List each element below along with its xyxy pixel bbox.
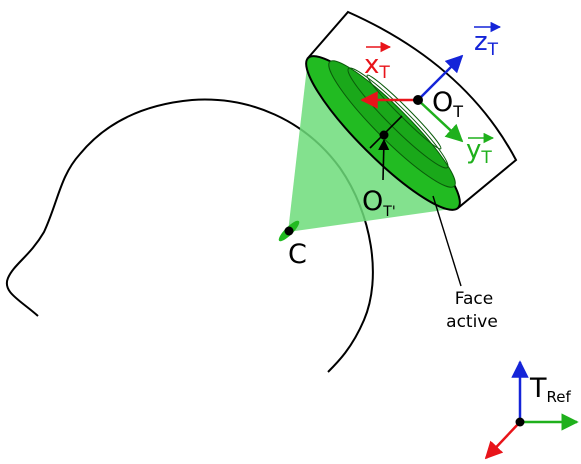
active-face-label-line1: Face bbox=[455, 289, 493, 309]
ref-origin-point bbox=[515, 417, 525, 427]
origin-tprime-label: OT' bbox=[362, 186, 396, 220]
origin-t-point bbox=[413, 95, 423, 105]
transducer-housing bbox=[306, 10, 518, 210]
origin-tprime-point bbox=[379, 130, 389, 140]
active-face-pointer bbox=[432, 195, 462, 287]
svg-text:yT: yT bbox=[466, 135, 492, 168]
camera-point bbox=[284, 226, 294, 236]
svg-text:zT: zT bbox=[474, 27, 499, 60]
origin-tprime-pointer bbox=[378, 138, 390, 181]
z-axis-label: zT bbox=[474, 21, 502, 60]
z-axis-arrow bbox=[417, 54, 464, 101]
x-axis-label: xT bbox=[364, 41, 392, 83]
ref-x-arrow bbox=[484, 421, 521, 460]
head-outline bbox=[5, 98, 374, 373]
y-axis-label: yT bbox=[466, 132, 495, 168]
origin-t-label: OT bbox=[432, 87, 463, 121]
active-face-label-line2: active bbox=[446, 312, 498, 332]
camera-label: C bbox=[288, 239, 307, 270]
y-axis-arrow bbox=[417, 99, 464, 143]
svg-text:xT: xT bbox=[364, 50, 390, 83]
ref-frame-label: TRef bbox=[529, 373, 571, 406]
